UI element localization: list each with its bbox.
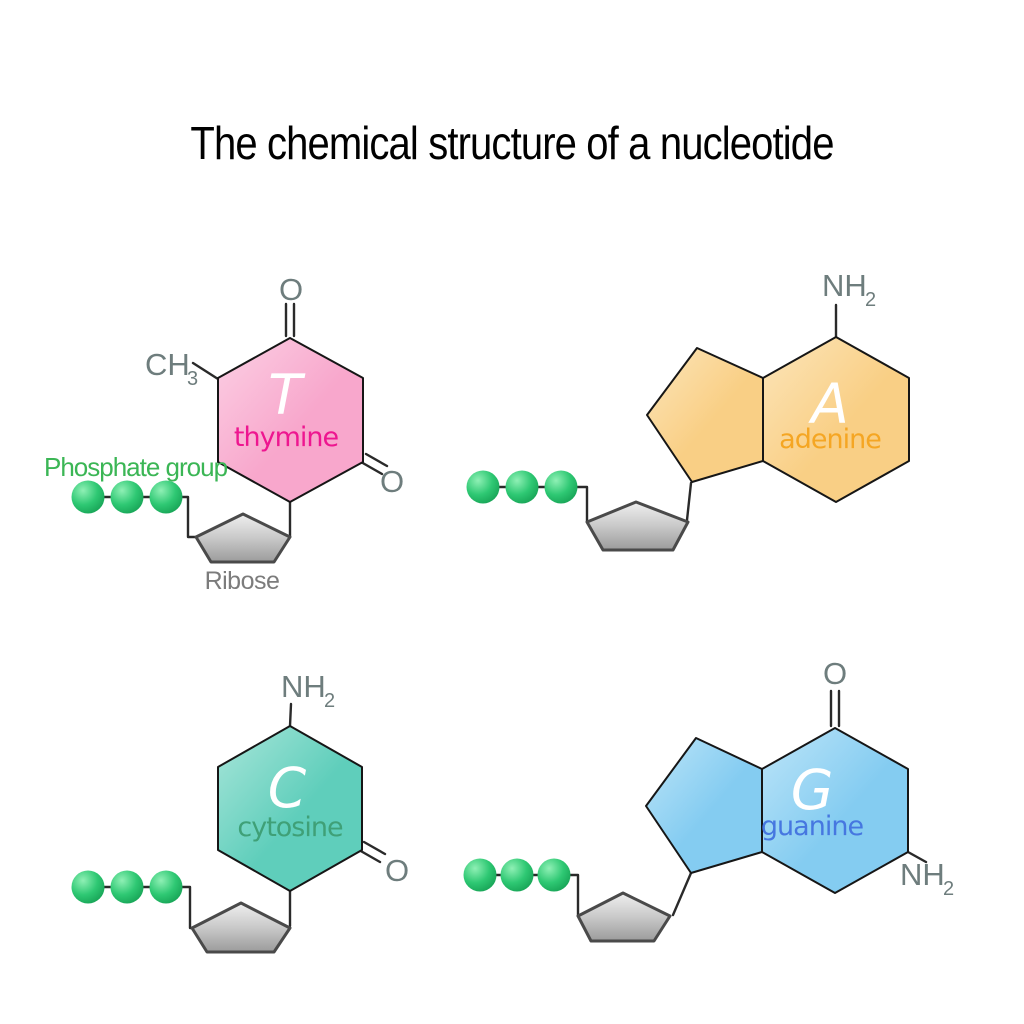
adenine-bonds (481, 303, 838, 524)
adenine-ribose-pentagon (585, 500, 690, 552)
ribose-label: Ribose (205, 567, 280, 595)
phosphate-sphere (500, 858, 534, 892)
adenine-amine-label: NH (822, 268, 867, 303)
adenine-pentagon (646, 347, 764, 483)
guanine-oxygen-label: O (823, 656, 847, 691)
guanine-name-label: guanine (761, 811, 864, 842)
cytosine-ribose-pentagon (190, 901, 292, 954)
guanine-pentagon (645, 737, 763, 874)
thymine-hexagon (217, 337, 364, 503)
thymine-methyl-subscript: 3 (187, 368, 198, 390)
cytosine-name-label: cytosine (237, 812, 343, 843)
cytosine-amine-subscript: 2 (324, 690, 335, 712)
cytosine-letter: C (268, 756, 307, 820)
adenine-name-label: adenine (779, 424, 881, 455)
cytosine-amine-label: NH (281, 669, 326, 704)
guanine-bonds (478, 689, 928, 918)
thymine-methyl-label: CH (145, 347, 190, 382)
thymine-name-label: thymine (234, 422, 339, 453)
guanine-ribose-pentagon (576, 891, 672, 943)
guanine-hexagon (761, 727, 909, 894)
phosphate-sphere (71, 870, 105, 904)
thymine-unit: O CH 3 O Phosphate group Ribose T thymin… (44, 272, 404, 595)
guanine-amine-label: NH (900, 857, 945, 892)
phosphate-sphere (71, 480, 105, 514)
phosphate-sphere (505, 470, 539, 504)
phosphate-group-label: Phosphate group (44, 452, 228, 482)
phosphate-sphere (463, 858, 497, 892)
phosphate-sphere (149, 870, 183, 904)
adenine-unit: NH 2 A adenine (466, 268, 910, 552)
phosphate-sphere (544, 470, 578, 504)
cytosine-unit: NH 2 O C cytosine (71, 669, 409, 954)
phosphate-sphere (110, 480, 144, 514)
cytosine-bonds (86, 702, 387, 930)
thymine-oxygen-right-label: O (380, 464, 404, 499)
phosphate-sphere (466, 470, 500, 504)
phosphate-sphere (110, 870, 144, 904)
guanine-unit: O NH 2 G guanine (463, 656, 954, 943)
phosphate-sphere (149, 480, 183, 514)
adenine-letter: A (808, 372, 849, 436)
thymine-letter: T (268, 363, 306, 427)
guanine-letter: G (791, 758, 834, 822)
adenine-amine-subscript: 2 (865, 289, 876, 311)
cytosine-hexagon (217, 725, 363, 892)
page-title: The chemical structure of a nucleotide (190, 117, 834, 169)
thymine-oxygen-top-label: O (279, 272, 303, 307)
guanine-amine-subscript: 2 (943, 878, 954, 900)
thymine-ribose-pentagon (194, 512, 292, 564)
adenine-hexagon (762, 336, 910, 503)
phosphate-sphere (537, 858, 571, 892)
cytosine-oxygen-label: O (385, 853, 409, 888)
